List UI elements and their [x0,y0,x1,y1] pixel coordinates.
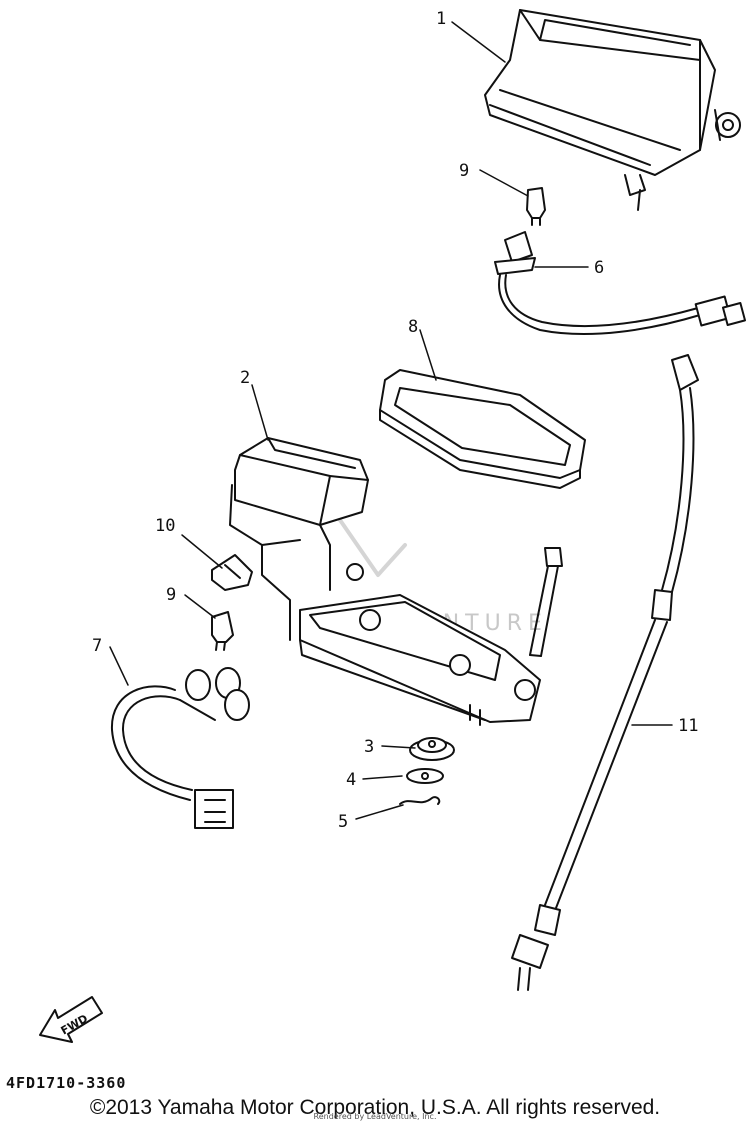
callout-8: 8 [408,317,418,337]
part-8-gasket [379,369,586,489]
callout-10: 10 [155,516,175,536]
part-2-meter-assembly [229,437,541,726]
part-9-bulb-upper [526,187,546,226]
callout-6: 6 [594,258,604,278]
part-6-socket-cord [494,231,747,335]
rendered-by-credit: Rendered by LeadVenture, Inc. [313,1112,437,1121]
leader-lines [109,21,673,820]
part-11-meter-cable [511,354,699,991]
callout-4: 4 [346,770,356,790]
callout-2: 2 [240,368,250,388]
callout-9-upper: 9 [459,161,469,181]
callout-5: 5 [338,812,348,832]
callout-3: 3 [364,737,374,757]
part-9-bulb-lower [211,611,234,651]
part-10-grommet [211,554,253,591]
fwd-arrow-icon: FWD [39,996,103,1043]
copyright-notice: ©2013 Yamaha Motor Corporation, U.S.A. A… [89,1096,661,1119]
part-7-harness [110,667,250,829]
callout-9-lower: 9 [166,585,176,605]
part-1-meter-housing [484,9,741,211]
part-code: 4FD1710-3360 [6,1074,127,1092]
bolt [529,547,563,657]
part-4-washer [406,768,444,784]
part-3-grommet [409,737,455,761]
part-5-clip [399,796,441,805]
callout-7: 7 [92,636,102,656]
callout-11: 11 [678,716,698,736]
callout-1: 1 [436,9,446,29]
